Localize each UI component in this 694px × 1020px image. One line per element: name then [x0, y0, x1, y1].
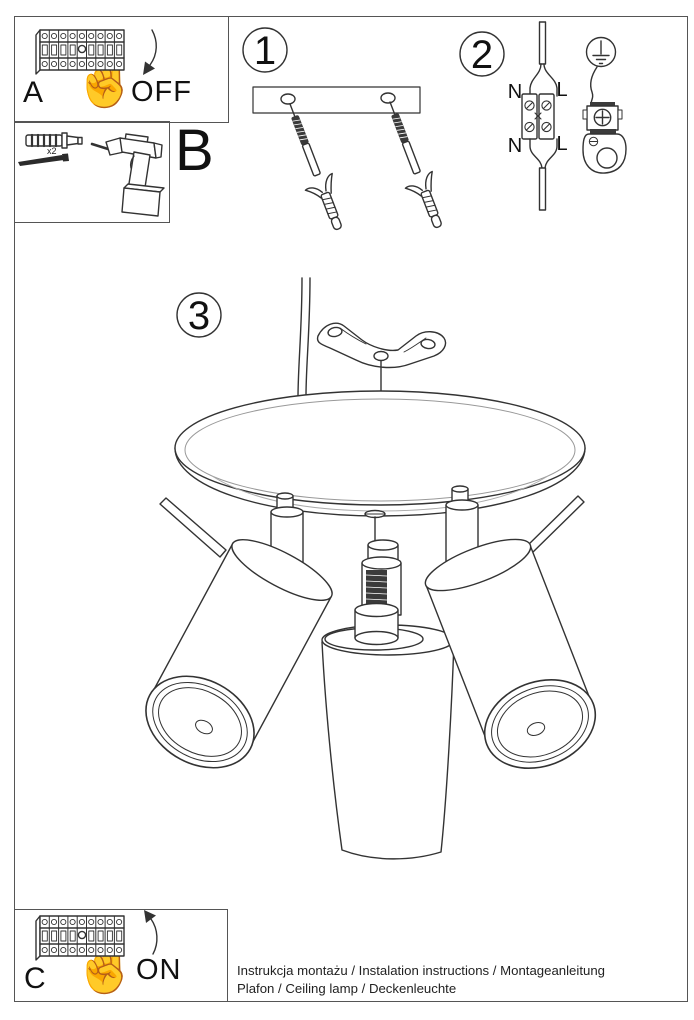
- wire-label-n-bottom: N: [508, 135, 522, 157]
- wiring-terminal-illustration: N L N L: [508, 21, 568, 211]
- breaker-panel-illustration: [35, 29, 125, 75]
- wire-label-l-top: L: [556, 79, 567, 101]
- on-arrow-icon: [144, 910, 158, 955]
- wire-label-n-top: N: [508, 81, 522, 103]
- step2-number: 2: [471, 33, 493, 77]
- box-a-letter: A: [23, 76, 44, 109]
- off-arrow-icon: [143, 29, 157, 75]
- step3-number: 3: [188, 294, 210, 338]
- center-bolt-illustration: [354, 509, 402, 646]
- breaker-panel-illustration: [35, 915, 125, 961]
- box-a: [14, 16, 229, 123]
- screw-anchor-assembly-left: [285, 101, 353, 236]
- screw-illustration: [18, 153, 69, 166]
- step1-circle: 1: [242, 27, 288, 73]
- box-c: [14, 909, 228, 1002]
- ground-symbol-icon: [585, 36, 617, 68]
- right-spot-illustration: [424, 538, 597, 770]
- step1-number: 1: [254, 29, 276, 73]
- box-b: [14, 121, 170, 223]
- page-border: [14, 16, 688, 1002]
- step3-circle: 3: [176, 292, 222, 338]
- wire-label-l-bottom: L: [556, 133, 567, 155]
- footer-line-2: Plafon / Ceiling lamp / Deckenleuchte: [237, 981, 457, 996]
- footer-line-1: Instrukcja montażu / Instalation instruc…: [237, 963, 605, 978]
- screw-anchor-assembly-right: [385, 99, 453, 234]
- anchor-quantity-label: x2: [47, 146, 57, 156]
- drill-illustration: [90, 133, 165, 217]
- box-c-letter: C: [24, 962, 46, 995]
- off-label: OFF: [131, 76, 192, 108]
- ground-clamp-illustration: [582, 66, 627, 174]
- mounting-plate-illustration: [252, 86, 421, 114]
- step2-circle: 2: [459, 31, 505, 77]
- on-label: ON: [136, 954, 182, 986]
- left-spot-illustration: [145, 539, 333, 769]
- ceiling-bracket-illustration: [316, 322, 447, 393]
- box-b-letter: B: [175, 118, 214, 183]
- wall-anchor-illustration: [25, 132, 83, 149]
- lamp-illustration: [145, 277, 597, 860]
